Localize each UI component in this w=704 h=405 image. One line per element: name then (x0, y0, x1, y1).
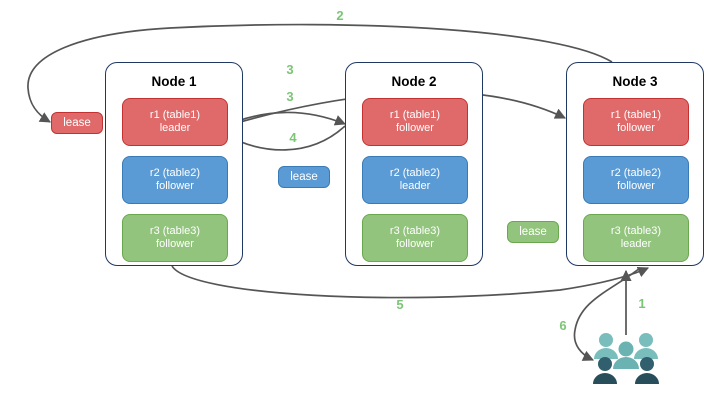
replica-name: r3 (table3) (389, 225, 441, 237)
lease-badge-green[interactable]: lease (507, 221, 559, 243)
step-label-1: 1 (638, 296, 646, 311)
replica-name: r3 (table3) (149, 225, 201, 237)
lease-badge-red[interactable]: lease (51, 112, 103, 134)
replica-role: follower (156, 180, 194, 192)
replica-role: leader (620, 238, 652, 250)
replica-r3[interactable]: r3 (table3) follower (122, 214, 228, 262)
replica-name: r3 (table3) (610, 225, 662, 237)
users-group-icon (593, 333, 659, 384)
replica-role: follower (396, 238, 434, 250)
node-title: Node 1 (151, 74, 197, 89)
replica-role: leader (159, 122, 191, 134)
replica-name: r1 (table1) (389, 109, 441, 121)
replica-name: r2 (table2) (389, 167, 441, 179)
replica-r3[interactable]: r3 (table3) follower (362, 214, 468, 262)
replica-role: follower (156, 238, 194, 250)
replica-r2[interactable]: r2 (table2) follower (583, 156, 689, 204)
node-box-3[interactable]: Node 3 r1 (table1) follower r2 (table2) … (566, 62, 704, 266)
replica-r1[interactable]: r1 (table1) follower (362, 98, 468, 146)
replica-role: follower (617, 180, 655, 192)
node-box-1[interactable]: Node 1 r1 (table1) leader r2 (table2) fo… (105, 62, 243, 266)
lease-badge-blue[interactable]: lease (278, 166, 330, 188)
step-label-3a: 3 (286, 62, 294, 77)
replica-name: r2 (table2) (610, 167, 662, 179)
replica-r3[interactable]: r3 (table3) leader (583, 214, 689, 262)
node-box-2[interactable]: Node 2 r1 (table1) follower r2 (table2) … (345, 62, 483, 266)
node-title: Node 3 (612, 74, 658, 89)
step-label-4: 4 (289, 130, 297, 145)
replica-name: r2 (table2) (149, 167, 201, 179)
replica-r2[interactable]: r2 (table2) follower (122, 156, 228, 204)
replica-role: follower (396, 122, 434, 134)
step-label-5: 5 (396, 297, 404, 312)
node-title: Node 2 (391, 74, 437, 89)
step-label-2: 2 (336, 8, 344, 23)
replica-name: r1 (table1) (610, 109, 662, 121)
replica-role: follower (617, 122, 655, 134)
replica-r1[interactable]: r1 (table1) follower (583, 98, 689, 146)
replica-name: r1 (table1) (149, 109, 201, 121)
replica-role: leader (399, 180, 431, 192)
step-label-6: 6 (559, 318, 567, 333)
edge-5-node1-to-node3 (171, 265, 650, 299)
step-label-3b: 3 (286, 89, 294, 104)
edge-2-node3-to-lease (27, 23, 613, 123)
replica-r2[interactable]: r2 (table2) leader (362, 156, 468, 204)
replica-r1[interactable]: r1 (table1) leader (122, 98, 228, 146)
edge-6-node3-to-user (573, 267, 641, 361)
